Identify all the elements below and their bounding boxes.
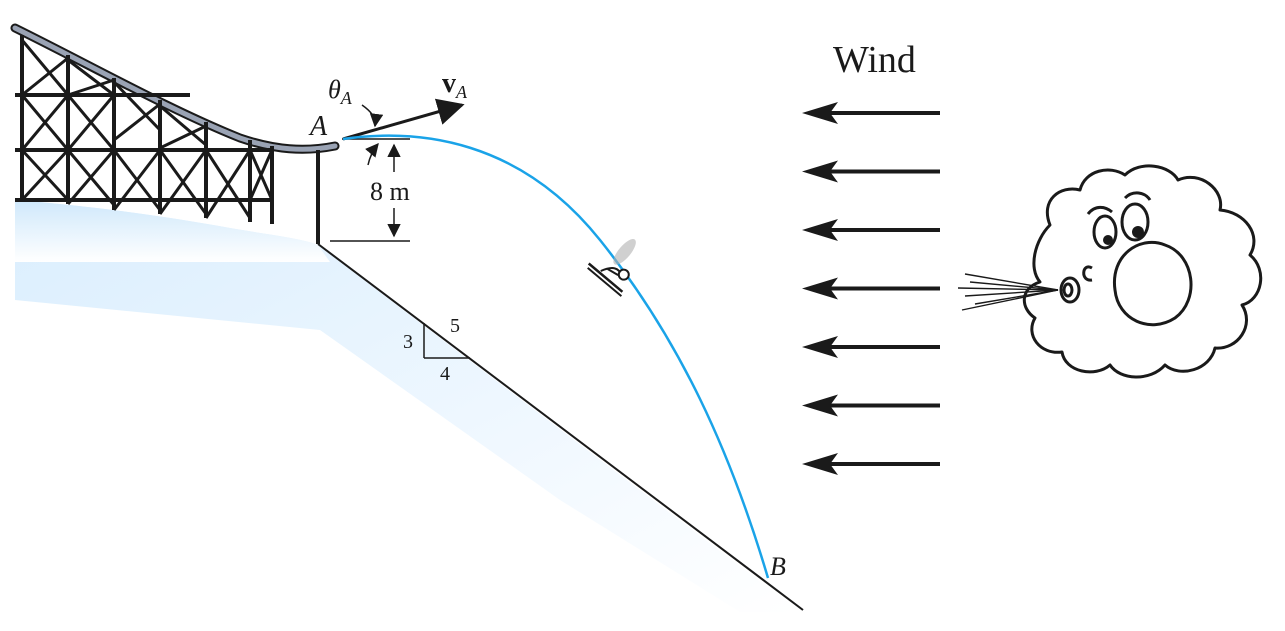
angle-subscript: A [340, 88, 353, 108]
wind-label: Wind [833, 39, 916, 81]
slope-run-label: 4 [440, 363, 450, 385]
angle-symbol: θ [328, 75, 341, 104]
angle-label: θA [328, 75, 353, 108]
velocity-label: vA [442, 68, 468, 102]
wind-arrow [802, 394, 940, 417]
velocity-vector [342, 98, 465, 141]
breath-lines [957, 273, 1059, 311]
velocity-symbol: v [442, 68, 456, 99]
height-label: 8 m [370, 177, 410, 206]
snow-hill [15, 200, 800, 612]
wind-arrow [802, 102, 940, 124]
skier-icon [587, 239, 636, 297]
wind-cloud-face-icon [1022, 164, 1263, 379]
velocity-subscript: A [455, 82, 468, 102]
slope-rise-label: 3 [403, 331, 413, 353]
wind-arrows [802, 102, 940, 475]
slope-triangle [423, 323, 470, 359]
angle-markers [361, 104, 384, 166]
slope-line [317, 243, 804, 611]
wind-arrow [802, 219, 940, 241]
wind-arrow [802, 277, 940, 300]
trestle-structure [10, 23, 340, 244]
wind-arrow [802, 160, 940, 183]
wind-arrow [802, 453, 940, 475]
trajectory-curve [342, 134, 770, 579]
slope-hyp-label: 5 [450, 315, 460, 337]
height-dimension [330, 138, 410, 242]
wind-arrow [802, 336, 940, 358]
point-a-label: A [308, 111, 328, 142]
point-b-label: B [770, 552, 786, 581]
